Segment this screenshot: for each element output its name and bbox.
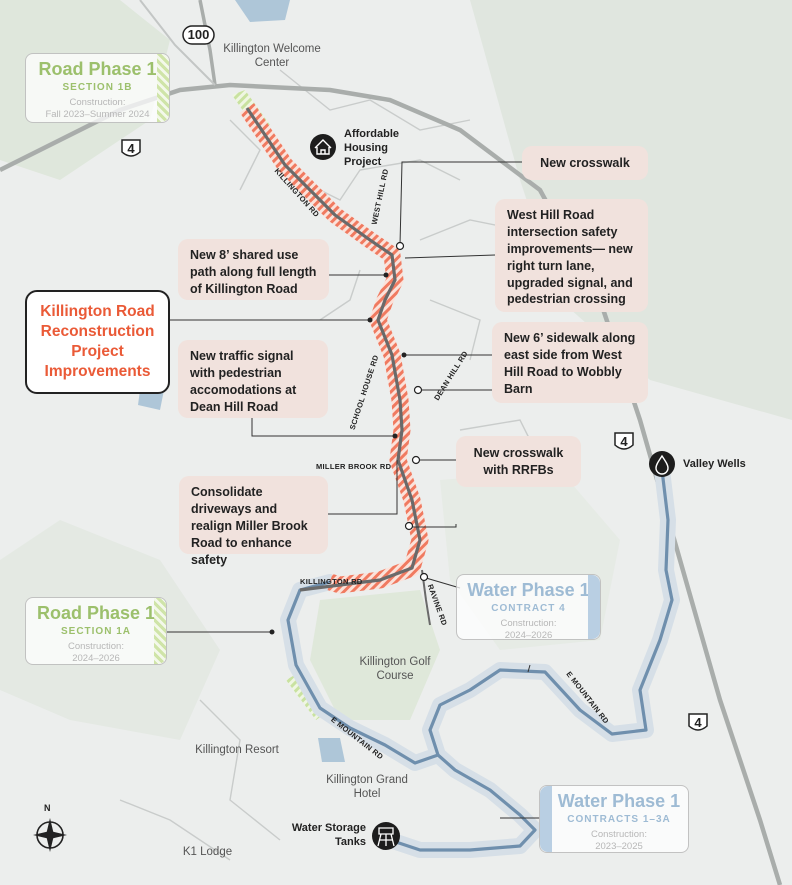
phase-construction-label: Construction: (591, 828, 647, 840)
label-affordable-housing: Affordable Housing Project (344, 128, 399, 168)
north-arrow-label: N (44, 803, 51, 813)
road-phase-1a-box: Road Phase 1 SECTION 1A Construction: 20… (25, 597, 167, 665)
killington-road (245, 107, 422, 592)
phase-contract: CONTRACT 4 (491, 602, 566, 614)
phase-title: Road Phase 1 (38, 59, 157, 79)
compass-icon (33, 818, 67, 852)
road-phase-swatch (157, 54, 169, 122)
road-phase-swatch (154, 598, 166, 664)
road-phase-1b-box: Road Phase 1 SECTION 1B Construction: Fa… (25, 53, 170, 123)
water-drop-icon (649, 451, 675, 477)
leader-lines (167, 161, 540, 819)
callout-traffic-signal: New traffic signal with pedestrian accom… (178, 340, 328, 418)
label-welcome-center: Killington Welcome Center (223, 43, 321, 70)
phase-dates: Fall 2023–Summer 2024 (45, 108, 150, 120)
water-phase-contracts-1-3a-box: Water Phase 1 CONTRACTS 1–3A Constructio… (539, 785, 689, 853)
phase-dates: 2024–2026 (72, 652, 120, 664)
callout-consolidate-driveways: Consolidate driveways and realign Miller… (179, 476, 328, 567)
phase-dates: 2023–2025 (595, 840, 643, 852)
phase-contract: CONTRACTS 1–3A (567, 813, 671, 825)
phase-dates: 2024–2026 (504, 629, 553, 641)
road-label: MILLER BROOK RD (316, 462, 392, 471)
project-points (269, 241, 429, 635)
pond (318, 738, 345, 762)
phase-section: SECTION 1A (60, 625, 131, 637)
route-4-shield: 4 (127, 141, 135, 156)
local-roads (119, 69, 541, 861)
road (139, 0, 216, 86)
phase-section: SECTION 1B (62, 81, 133, 93)
route-shields (121, 25, 708, 731)
phase-title: Road Phase 1 (36, 603, 156, 623)
water-phase-swatch (540, 786, 552, 852)
label-k1-lodge: K1 Lodge (182, 846, 233, 858)
phase-title: Water Phase 1 (467, 580, 590, 600)
road-label: KILLINGTON RD (300, 577, 363, 586)
callout-new-sidewalk: New 6’ sidewalk along east side from Wes… (492, 322, 648, 403)
water-phase-swatch (588, 575, 600, 639)
route-4-shield: 4 (620, 434, 628, 449)
route-4-shield: 4 (694, 715, 702, 730)
label-killington-resort: Killington Resort (195, 744, 279, 756)
label-golf-course: Killington Golf Course (359, 656, 431, 683)
phase-construction-label: Construction: (500, 617, 557, 629)
phase-construction-label: Construction: (68, 640, 124, 652)
callout-new-crosswalk: New crosswalk (522, 146, 648, 180)
route-100-shield: 100 (187, 27, 210, 42)
label-valley-wells: Valley Wells (683, 458, 746, 470)
callout-shared-use-path: New 8’ shared use path along full length… (178, 239, 329, 300)
callout-crosswalk-rrfbs: New crosswalk with RRFBs (456, 436, 581, 487)
phase-construction-label: Construction: (69, 96, 126, 108)
house-icon (310, 134, 336, 160)
vt-route-100 (198, 0, 217, 86)
phase-title: Water Phase 1 (557, 791, 681, 811)
water-phase-contract-4-box: Water Phase 1 CONTRACT 4 Construction: 2… (456, 574, 601, 641)
callout-west-hill-intersection: West Hill Road intersection safety impro… (495, 199, 648, 312)
map-title: Killington Road Reconstruction Project I… (25, 290, 170, 394)
water-tower-icon (372, 822, 400, 850)
label-grand-hotel: Killington Grand Hotel (326, 774, 408, 801)
lake (235, 0, 290, 22)
water-line (280, 462, 680, 858)
label-water-storage-tanks: Water Storage Tanks (291, 822, 366, 848)
golf-course-area (310, 590, 440, 720)
